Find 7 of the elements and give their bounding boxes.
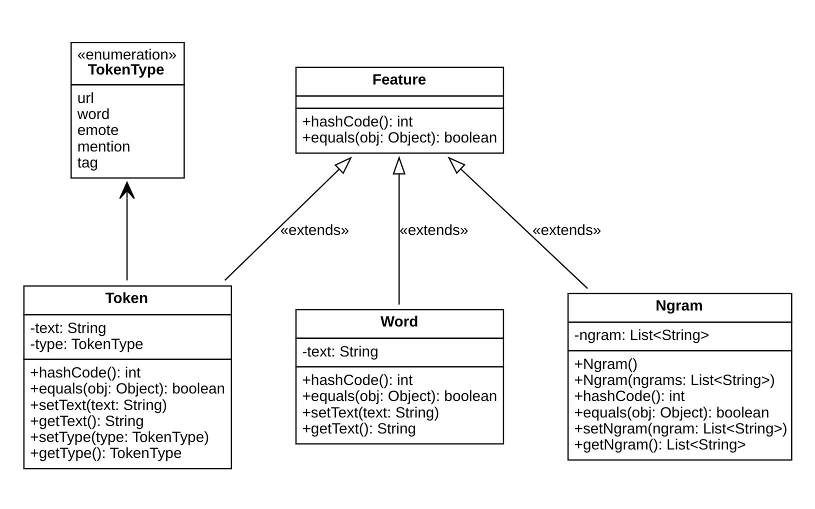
edge-label: «extends» (280, 222, 349, 239)
arrow (392, 155, 406, 304)
arrow (119, 181, 135, 280)
arrow (448, 156, 588, 288)
arrow (224, 156, 352, 280)
edge-label: «extends» (532, 222, 602, 239)
edge-label: «extends» (400, 222, 468, 239)
